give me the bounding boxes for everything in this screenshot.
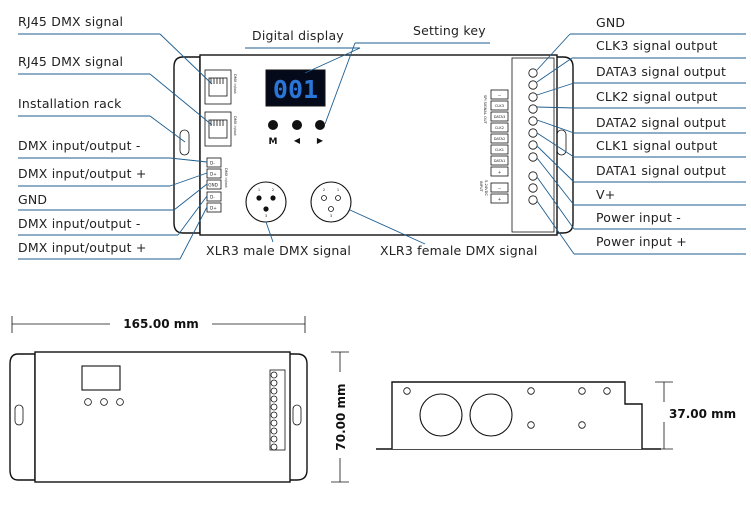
right-mounting-ear [554, 56, 574, 234]
out-data1-tag: DATA1 [494, 159, 506, 163]
dimension-view-side: 37.00 mm [376, 381, 736, 450]
xlr-male-pin-3: 3 [265, 214, 267, 218]
dmx-plus-2-label: DMX input/output + [18, 240, 147, 255]
terminal-d-plus-1: D+ [210, 172, 217, 177]
xlr-male-pin-1: 1 [258, 188, 260, 192]
power-plus-label: Power input + [596, 234, 687, 249]
right-key[interactable] [315, 120, 325, 130]
xlr-male-pin-2: 2 [272, 188, 274, 192]
menu-key[interactable] [268, 120, 278, 130]
out-clk1-tag: CLK1 [495, 148, 504, 152]
rj45-port-top [204, 69, 232, 105]
height-dimension: 37.00 mm [669, 407, 736, 421]
rj45-top-marking: DMX in/out [233, 74, 237, 94]
power-plus-tag: + [498, 197, 502, 202]
setting-key-label: Setting key [413, 23, 486, 38]
out-plus-tag: + [498, 170, 502, 175]
power-minus-label: Power input - [596, 210, 681, 225]
digital-display [265, 69, 326, 107]
terminal-gnd: GND [208, 183, 218, 188]
xlr-callouts: XLR3 male DMX signal XLR3 female DMX sig… [206, 209, 538, 258]
terminal-block-marking: DMX in/out [224, 168, 228, 188]
clk3-label: CLK3 signal output [596, 38, 718, 53]
power-minus-tag: − [498, 186, 502, 191]
xlr-female-label: XLR3 female DMX signal [380, 243, 538, 258]
dmx-minus-2-label: DMX input/output - [18, 216, 141, 231]
menu-key-label: M [269, 137, 278, 147]
terminal-d-minus-2: D- [210, 195, 215, 200]
clk1-label: CLK1 signal output [596, 138, 718, 153]
rj45-top-label: RJ45 DMX signal [18, 14, 123, 29]
gnd-right-label: GND [596, 15, 625, 30]
output-terminal-labels: − CLK3 DATA3 CLK2 DATA2 CLK1 DATA1 + − + [490, 89, 509, 204]
spi-signal-out-marking: SPI SIGNAL OUT [483, 95, 487, 125]
out-data2-tag: DATA2 [494, 137, 506, 141]
out-data3-tag: DATA3 [494, 115, 506, 119]
xlr-female-pin-2: 2 [323, 188, 325, 192]
vplus-label: V+ [596, 187, 615, 202]
installation-rack-label: Installation rack [18, 96, 122, 111]
right-key-label: ▶ [317, 136, 324, 145]
rj45-port-bottom [204, 111, 232, 147]
dimension-view-top: 165.00 mm 70.00 mm [9, 316, 349, 483]
input-marking: INPUT [479, 181, 483, 193]
data3-label: DATA3 signal output [596, 64, 726, 79]
xlr-female-pin-3: 3 [330, 214, 332, 218]
left-key[interactable] [292, 120, 302, 130]
digital-display-label: Digital display [252, 28, 344, 43]
left-mounting-slot [179, 129, 190, 156]
out-clk2-tag: CLK2 [495, 126, 504, 130]
terminal-panel-right [511, 57, 555, 233]
xlr-female-connector: 2 1 3 [310, 181, 352, 223]
rj45-bottom-label: RJ45 DMX signal [18, 54, 123, 69]
terminal-d-plus-2: D+ [210, 206, 217, 211]
out-minus-tag: − [498, 93, 502, 98]
display-value: 001 [273, 75, 318, 104]
left-mounting-ear [173, 56, 201, 234]
left-terminal-block: D- D+ GND D- D+ [206, 157, 222, 213]
dmx-minus-1-label: DMX input/output - [18, 138, 141, 153]
rj45-bottom-marking: DMX in/out [233, 116, 237, 136]
width-dimension: 70.00 mm [334, 383, 348, 450]
top-view: DMX in/out DMX in/out D- D+ GND D- D+ DM… [173, 54, 574, 236]
length-dimension: 165.00 mm [123, 317, 199, 331]
gnd-left-label: GND [18, 192, 47, 207]
out-clk3-tag: CLK3 [495, 104, 504, 108]
xlr-male-label: XLR3 male DMX signal [206, 243, 351, 258]
clk2-label: CLK2 signal output [596, 89, 718, 104]
xlr-female-pin-1: 1 [337, 188, 339, 192]
left-callouts: RJ45 DMX signal RJ45 DMX signal Installa… [18, 14, 213, 260]
voltage-marking: 5-24VDC [484, 180, 488, 196]
right-callouts: GND CLK3 signal output DATA3 signal outp… [536, 15, 746, 255]
data2-label: DATA2 signal output [596, 115, 726, 130]
dmx-plus-1-label: DMX input/output + [18, 166, 147, 181]
mini-display [81, 365, 121, 391]
data1-label: DATA1 signal output [596, 163, 726, 178]
left-key-label: ◀ [294, 136, 301, 145]
top-callouts: Digital display Setting key [245, 23, 490, 125]
terminal-d-minus-1: D- [210, 161, 215, 166]
